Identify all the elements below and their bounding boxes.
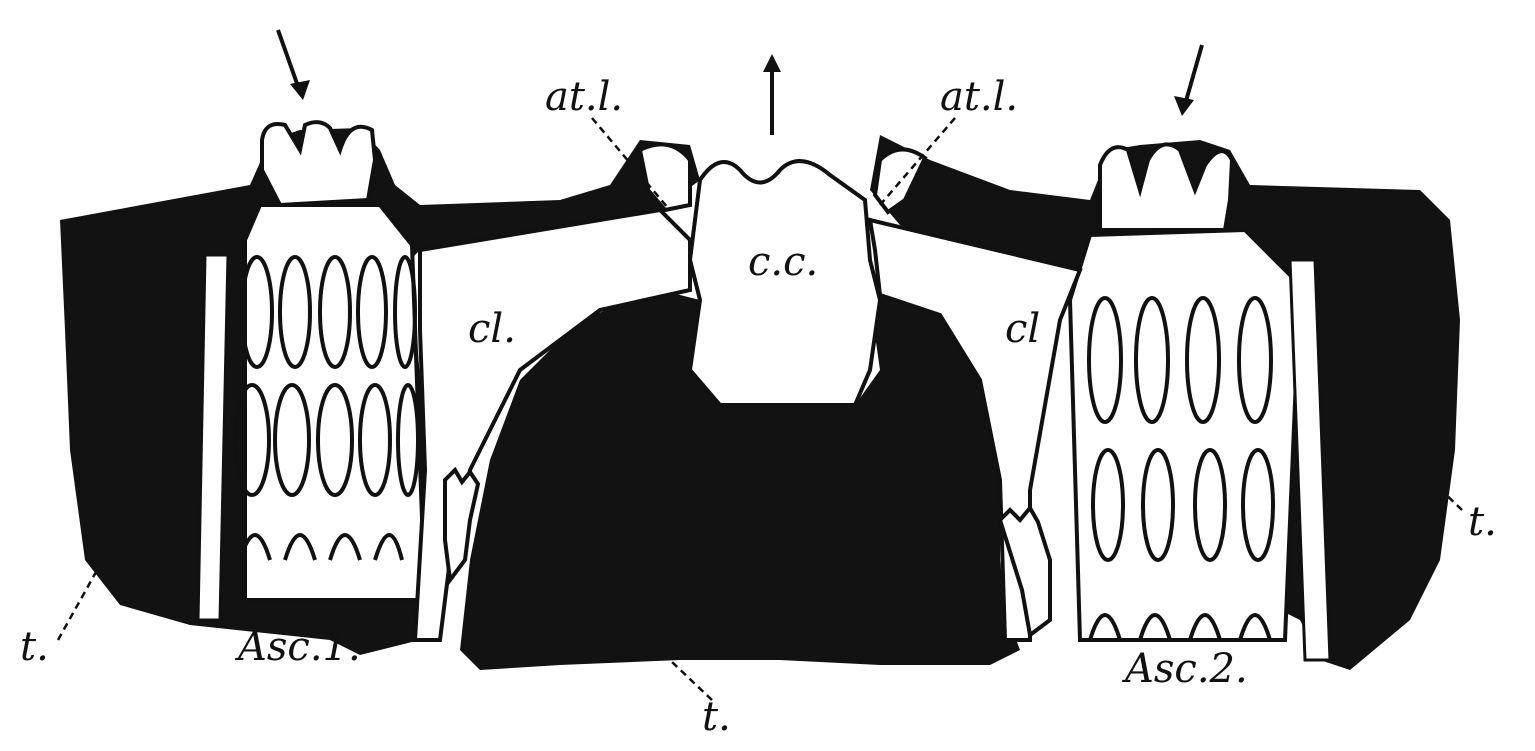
- leader-t-right: [1409, 459, 1463, 511]
- atrial-lip-right-shape: [872, 147, 928, 215]
- label-atrial-lip-right: at.l.: [940, 74, 1018, 120]
- label-ascidiozooid-1: Asc.1.: [234, 624, 361, 670]
- label-atrial-lip-left: at.l.: [545, 74, 623, 120]
- flow-arrows: [276, 29, 1204, 135]
- asc1-striated-band: [196, 253, 230, 622]
- ascidiozooid-1: [196, 120, 428, 622]
- inflow-arrow-right: [1174, 44, 1204, 116]
- label-test-left: t.: [20, 624, 49, 670]
- asc1-branchial-stigmata: [233, 255, 420, 561]
- test-central-block: [460, 290, 1020, 670]
- outflow-arrow-center: [763, 54, 781, 135]
- asc2-branchial-stigmata: [1087, 296, 1275, 641]
- left-process: [443, 466, 481, 586]
- common-cloaca-opening: [687, 159, 883, 407]
- leader-t-left: [56, 571, 98, 641]
- leader-t-bottom: [671, 661, 713, 701]
- inflow-arrow-left: [276, 29, 310, 100]
- asc2-body: [1067, 227, 1303, 642]
- atrial-lip-left-shape: [637, 142, 692, 213]
- asc2-striated-band: [1288, 258, 1332, 662]
- label-common-cloaca: c.c.: [748, 239, 818, 285]
- leader-atl-left: [591, 117, 669, 209]
- leader-lines: [56, 117, 1463, 701]
- label-test-bottom: t.: [702, 694, 731, 740]
- label-cloaca-left: cl.: [468, 306, 516, 352]
- right-process: [997, 504, 1052, 639]
- label-ascidiozooid-2: Asc.2.: [1121, 646, 1248, 692]
- asc1-body: [243, 203, 428, 602]
- label-cloaca-right: cl: [1005, 306, 1040, 352]
- labels: at.l. at.l. c.c. cl. cl Asc.1. Asc.2. t.…: [20, 74, 1497, 740]
- asc2-siphon: [1098, 142, 1235, 232]
- label-test-right: t.: [1468, 499, 1497, 545]
- asc1-siphon: [260, 120, 378, 208]
